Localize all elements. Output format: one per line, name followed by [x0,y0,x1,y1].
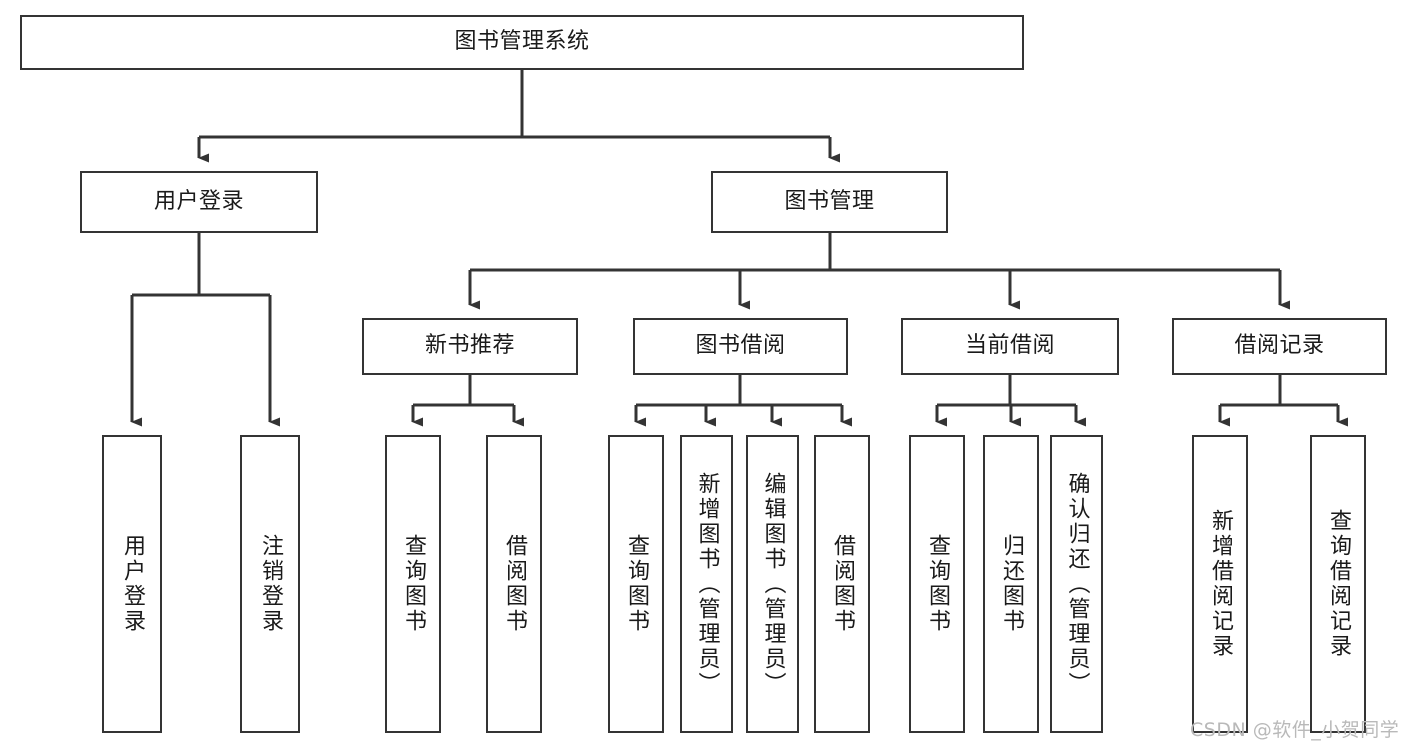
node-leaf-return-book[interactable]: 归还图书 [983,435,1039,733]
node-new-book-recommend[interactable]: 新书推荐 [362,318,578,375]
node-user-login-label: 用户登录 [153,188,244,214]
node-root-label: 图书管理系统 [454,29,590,55]
node-book-manage-label: 图书管理 [784,188,875,214]
node-new-book-recommend-label: 新书推荐 [424,333,515,359]
node-leaf-query-book-1-label: 查询图书 [401,534,426,634]
node-leaf-query-book-2[interactable]: 查询图书 [608,435,664,733]
node-leaf-borrow-book-2-label: 借阅图书 [830,534,855,634]
node-leaf-user-login-label: 用户登录 [120,534,145,634]
node-leaf-query-book-1[interactable]: 查询图书 [385,435,441,733]
node-leaf-edit-book-admin[interactable]: 编辑图书（管理员） [746,435,799,733]
node-leaf-query-book-3-label: 查询图书 [925,534,950,634]
node-book-manage[interactable]: 图书管理 [711,171,948,233]
node-current-borrow[interactable]: 当前借阅 [901,318,1119,375]
node-leaf-borrow-book-2[interactable]: 借阅图书 [814,435,870,733]
node-leaf-query-borrow-record[interactable]: 查询借阅记录 [1310,435,1366,733]
node-root-system[interactable]: 图书管理系统 [20,15,1024,70]
node-leaf-query-book-3[interactable]: 查询图书 [909,435,965,733]
node-leaf-add-book-admin[interactable]: 新增图书（管理员） [680,435,733,733]
node-leaf-user-login[interactable]: 用户登录 [102,435,162,733]
node-current-borrow-label: 当前借阅 [964,333,1055,359]
node-leaf-add-borrow-record[interactable]: 新增借阅记录 [1192,435,1248,733]
node-leaf-add-borrow-record-label: 新增借阅记录 [1208,509,1233,659]
node-leaf-edit-book-admin-label: 编辑图书（管理员） [760,471,786,697]
node-book-borrow[interactable]: 图书借阅 [633,318,848,375]
node-book-borrow-label: 图书借阅 [695,333,786,359]
node-borrow-record-label: 借阅记录 [1234,333,1325,359]
node-user-login[interactable]: 用户登录 [80,171,318,233]
node-leaf-user-logout[interactable]: 注销登录 [240,435,300,733]
node-leaf-return-book-label: 归还图书 [999,534,1024,634]
node-leaf-confirm-return-admin-label: 确认归还（管理员） [1064,471,1090,697]
node-leaf-query-borrow-record-label: 查询借阅记录 [1326,509,1351,659]
node-leaf-add-book-admin-label: 新增图书（管理员） [694,471,720,697]
node-borrow-record[interactable]: 借阅记录 [1172,318,1387,375]
csdn-watermark: CSDN @软件_小贺同学 [1190,719,1400,741]
node-leaf-confirm-return-admin[interactable]: 确认归还（管理员） [1050,435,1103,733]
node-leaf-query-book-2-label: 查询图书 [624,534,649,634]
node-leaf-borrow-book-1-label: 借阅图书 [502,534,527,634]
node-leaf-borrow-book-1[interactable]: 借阅图书 [486,435,542,733]
node-leaf-user-logout-label: 注销登录 [258,534,283,634]
